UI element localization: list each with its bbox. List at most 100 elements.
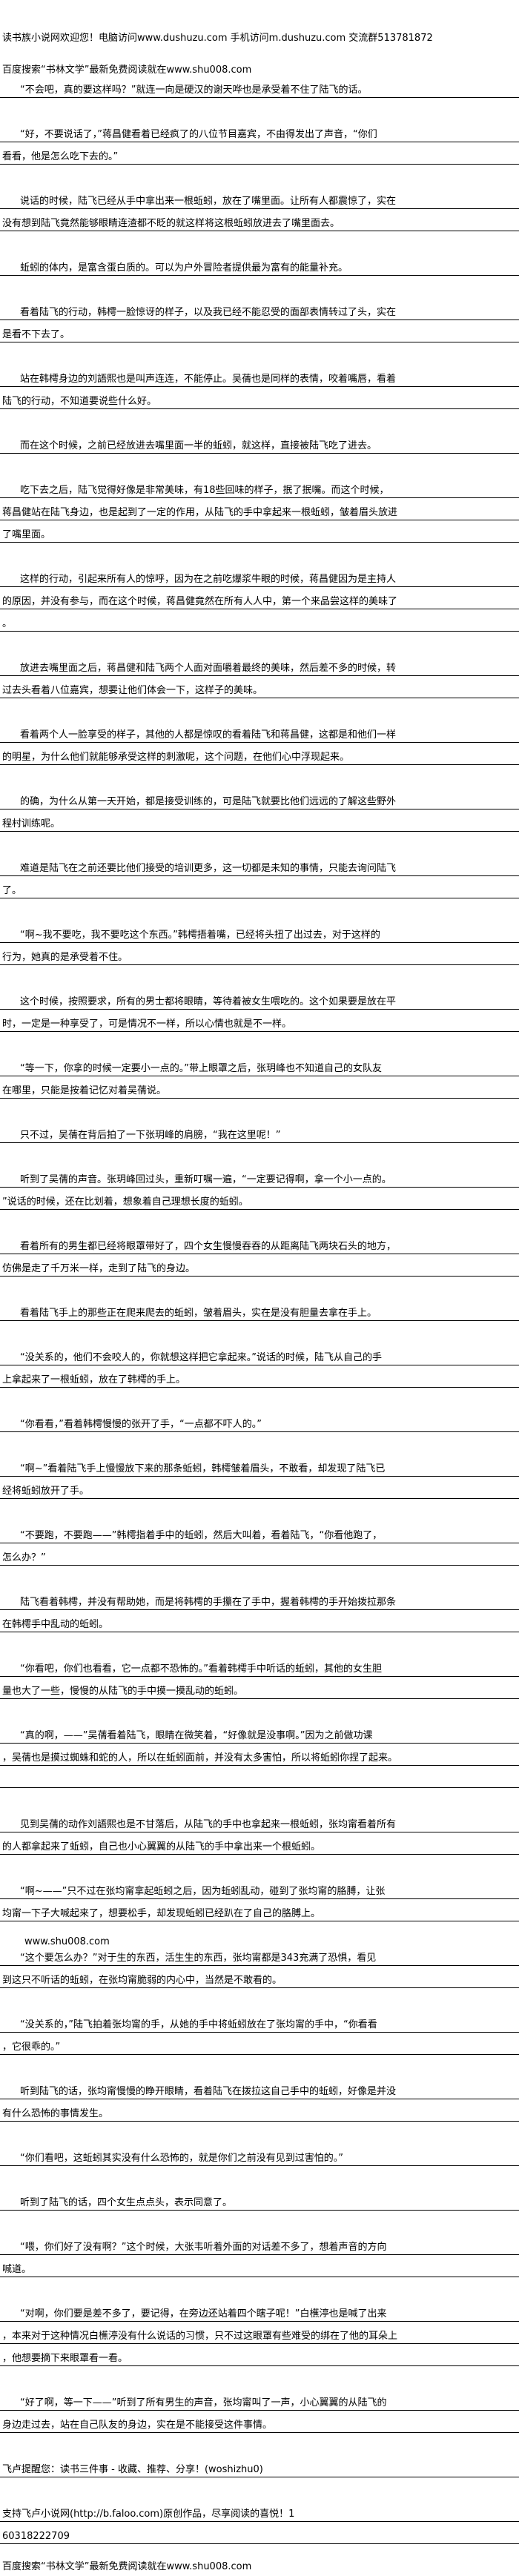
text-line: ，它很乖的。”: [0, 2033, 519, 2055]
text-line: 经将蚯蚓放开了手。: [0, 1477, 519, 1499]
text-line: 在哪里，只能是按着记忆对着吴蒨说。: [0, 1076, 519, 1099]
paragraph: “没关系的，他们不会咬人的，你就想这样把它拿起来。”说话的时候，陆飞从自己的手上…: [0, 1343, 519, 1388]
text-line: 支持飞卢小说网(http://b.faloo.com)原创作品，尽享阅读的喜悦！…: [0, 2500, 519, 2522]
paragraph: “你们看吧，这蚯蚓其实没有什么恐怖的，就是你们之前没有见到过害怕的。”: [0, 2144, 519, 2166]
paragraph: “好了啊，等一下——”听到了所有男生的声音，张均甯叫了一声，小心翼翼的从陆飞的身…: [0, 2388, 519, 2433]
text-line: 程村训练呢。: [0, 809, 519, 832]
paragraph: 的确，为什么从第一天开始，都是接受训练的，可是陆飞就要比他们远远的了解这些野外程…: [0, 787, 519, 832]
text-line: 看看，他是怎么吃下去的。”: [0, 142, 519, 165]
paragraph: 站在韩樗身边的刘語熙也是叫声连连，不能停止。吴蒨也是同样的表情，咬着嘴唇，看着陆…: [0, 365, 519, 409]
paragraph: “你看吧，你们也看看，它一点都不恐怖的。”看着韩樗手中听话的蚯蚓，其他的女生胆量…: [0, 1655, 519, 1699]
text-line: 均甯一下子大喊起来了，想要松手，却发现蚯蚓已经趴在了自己的胳膊上。: [0, 1899, 519, 1921]
footer-search-promo: 百度搜索“书林文学”最新免费阅读就在www.shu008.com: [2, 2561, 252, 2572]
text-line: 时，一定是一种享受了，可是情况不一样，所以心情也就是不一样。: [0, 1010, 519, 1032]
paragraph: 看着陆飞手上的那些正在爬来爬去的蚯蚓，皱着眉头，实在是没有胆量去拿在手上。: [0, 1299, 519, 1321]
text-line: 陆飞看着韩樗，并没有帮助她，而是将韩樗的手攥在了手中，握着韩樗的手开始拨拉那条: [0, 1588, 519, 1610]
search-promo-text: 百度搜索“书林文学”最新免费阅读就在www.shu008.com: [2, 64, 252, 76]
text-line: 看着所有的男生都已经将眼罩带好了，四个女生慢慢吞吞的从距离陆飞两块石头的地方，: [0, 1232, 519, 1254]
text-line: 。: [0, 609, 519, 632]
paragraph: 难道是陆飞在之前还要比他们接受的培训更多，这一切都是未知的事情，只能去询问陆飞了…: [0, 854, 519, 898]
paragraph: 这样的行动，引起来所有人的惊呼，因为在之前吃爆浆牛眼的时候，蒋昌健因为是主持人的…: [0, 565, 519, 632]
text-line: ，吴蒨也是摸过蜘蛛和蛇的人，所以在蚯蚓面前，并没有太多害怕，所以将蚯蚓你捏了起来…: [0, 1744, 519, 1766]
text-line: “你们看吧，这蚯蚓其实没有什么恐怖的，就是你们之前没有见到过害怕的。”: [0, 2144, 519, 2166]
paragraph: 说话的时候，陆飞已经从手中拿出来一根蚯蚓，放在了嘴里面。让所有人都震惊了，实在没…: [0, 187, 519, 231]
text-line: 听到了吴蒨的声音。张玥峰回过头，重新叮嘱一遍，“一定要记得啊，拿一个小一点的。: [0, 1165, 519, 1188]
paragraph: “不要跑，不要跑——”韩樗指着手中的蚯蚓，然后大叫着，看着陆飞，“你看他跑了，怎…: [0, 1521, 519, 1566]
paragraph: 飞卢提醒您：读书三件事 - 收藏、推荐、分享！(woshizhu0): [0, 2455, 519, 2477]
paragraph: 听到了吴蒨的声音。张玥峰回过头，重新叮嘱一遍，“一定要记得啊，拿一个小一点的。”…: [0, 1165, 519, 1210]
paragraph: 看着所有的男生都已经将眼罩带好了，四个女生慢慢吞吞的从距离陆飞两块石头的地方，仿…: [0, 1232, 519, 1277]
text-line: “对啊，你们要是差不多了，要记得，在旁边还站着四个瞎子呢！”白櫵渟也是喊了出来: [0, 2299, 519, 2322]
text-line: 而在这个时候，之前已经放进去嘴里面一半的蚯蚓，就这样，直接被陆飞吃了进去。: [0, 431, 519, 454]
paragraph: “对啊，你们要是差不多了，要记得，在旁边还站着四个瞎子呢！”白櫵渟也是喊了出来，…: [0, 2299, 519, 2366]
paragraph: 这个时候，按照要求，所有的男士都将眼睛，等待着被女生喂吃的。这个如果要是放在平时…: [0, 987, 519, 1032]
text-line: 放进去嘴里面之后，蒋昌健和陆飞两个人面对面嚼着最终的美味，然后差不多的时候，转: [0, 654, 519, 676]
text-line: 看着陆飞手上的那些正在爬来爬去的蚯蚓，皱着眉头，实在是没有胆量去拿在手上。: [0, 1299, 519, 1321]
text-line: 这个时候，按照要求，所有的男士都将眼睛，等待着被女生喂吃的。这个如果要是放在平: [0, 987, 519, 1010]
paragraph: 陆飞看着韩樗，并没有帮助她，而是将韩樗的手攥在了手中，握着韩樗的手开始拨拉那条在…: [0, 1588, 519, 1632]
text-line: 在韩樗手中乱动的蚯蚓。: [0, 1610, 519, 1632]
text-line: “真的啊，——”吴蒨看着陆飞，眼睛在微笑着，“好像就是没事啊。”因为之前做功课: [0, 1721, 519, 1744]
text-line: “喂，你们好了没有啊？”这个时候，大张韦听着外面的对话差不多了，想着声音的方向: [0, 2233, 519, 2255]
text-line: 陆飞的行动，不知道要说些什么好。: [0, 387, 519, 409]
text-line: 看着两个人一脸享受的样子，其他的人都是惊叹的看着陆飞和蒋昌健，这都是和他们一样: [0, 721, 519, 743]
text-line: “好，不要说话了，”蒋昌健看着已经疯了的八位节目嘉宾，不由得发出了声音，“你们: [0, 120, 519, 142]
text-line: 飞卢提醒您：读书三件事 - 收藏、推荐、分享！(woshizhu0): [0, 2455, 519, 2477]
text-line: 的明星，为什么他们就能够承受这样的刺激呢，这个问题，在他们心中浮现起来。: [0, 743, 519, 765]
paragraph: 听到了陆飞的话，四个女生点点头，表示同意了。: [0, 2188, 519, 2211]
text-line: “不要跑，不要跑——”韩樗指着手中的蚯蚓，然后大叫着，看着陆飞，“你看他跑了，: [0, 1521, 519, 1543]
paragraph: 看着陆飞的行动，韩樗一脸惊讶的样子，以及我已经不能忍受的面部表情转过了头，实在是…: [0, 298, 519, 342]
text-line: 上拿起来了一根蚯蚓，放在了韩樗的手上。: [0, 1365, 519, 1388]
text-line: 这样的行动，引起来所有人的惊呼，因为在之前吃爆浆牛眼的时候，蒋昌健因为是主持人: [0, 565, 519, 587]
text-line: 怎么办？”: [0, 1543, 519, 1566]
text-line: 的确，为什么从第一天开始，都是接受训练的，可是陆飞就要比他们远远的了解这些野外: [0, 787, 519, 809]
text-line: “你看吧，你们也看看，它一点都不恐怖的。”看着韩樗手中听话的蚯蚓，其他的女生胆: [0, 1655, 519, 1677]
text-line: 蒋昌健站在陆飞身边，也是起到了一定的作用，从陆飞的手中拿起来一根蚯蚓，皱着眉头放…: [0, 498, 519, 520]
text-line: 到这只不听话的蚯蚓，在张均甯脆弱的内心中，当然是不敢看的。: [0, 1966, 519, 1988]
paragraph: 吃下去之后，陆飞觉得好像是非常美味，有18些回味的样子，抿了抿嘴。而这个时候，蒋…: [0, 476, 519, 543]
paragraph: “没关系的，”陆飞拍着张均甯的手，从她的手中将蚯蚓放在了张均甯的手中，“你看看，…: [0, 2010, 519, 2055]
paragraph: “啊~我不要吃，我不要吃这个东西。”韩樗捂着嘴，已经将头扭了出过去，对于这样的行…: [0, 921, 519, 965]
text-line: 过去头看着八位嘉宾，想要让他们体会一下，这样子的美味。: [0, 676, 519, 698]
text-line: 有什么恐怖的事情发生。: [0, 2099, 519, 2122]
text-line: 听到陆飞的话，张均甯慢慢的睁开眼睛，看着陆飞在拨拉这自己手中的蚯蚓，好像是并没: [0, 2077, 519, 2099]
paragraph: 蚯蚓的体内，是富含蛋白质的。可以为户外冒险者提供最为富有的能量补充。: [0, 254, 519, 276]
text-line: 看着陆飞的行动，韩樗一脸惊讶的样子，以及我已经不能忍受的面部表情转过了头，实在: [0, 298, 519, 320]
text-line: 蚯蚓的体内，是富含蛋白质的。可以为户外冒险者提供最为富有的能量补充。: [0, 254, 519, 276]
paragraph: 放进去嘴里面之后，蒋昌健和陆飞两个人面对面嚼着最终的美味，然后差不多的时候，转过…: [0, 654, 519, 698]
paragraph: “不会吧，真的要这样吗？”就连一向是硬汉的谢天哗也是承受着不住了陆飞的话。: [0, 76, 519, 98]
paragraph: “好，不要说话了，”蒋昌健看着已经疯了的八位节目嘉宾，不由得发出了声音，“你们看…: [0, 120, 519, 165]
text-line: ”说话的时候，还在比划着，想象着自己理想长度的蚯蚓。: [0, 1188, 519, 1210]
text-line: 行为，她真的是承受着不住。: [0, 943, 519, 965]
text-line: “啊~”看着陆飞手上慢慢放下来的那条蚯蚓，韩樗皱着眉头，不敢看，却发现了陆飞已: [0, 1454, 519, 1477]
text-line: 仿佛是走了千万米一样，走到了陆飞的身边。: [0, 1254, 519, 1277]
text-line: 的原因，并没有参与，而在这个时候，蒋昌健竟然在所有人人中，第一个来品尝这样的美味…: [0, 587, 519, 609]
text-line: 量也大了一些，慢慢的从陆飞的手中摸一摸乱动的蚯蚓。: [0, 1677, 519, 1699]
text-line: 喊道。: [0, 2255, 519, 2277]
text-line: “不会吧，真的要这样吗？”就连一向是硬汉的谢天哗也是承受着不住了陆飞的话。: [0, 76, 519, 98]
text-line: “没关系的，他们不会咬人的，你就想这样把它拿起来。”说话的时候，陆飞从自己的手: [0, 1343, 519, 1365]
paragraph: “真的啊，——”吴蒨看着陆飞，眼睛在微笑着，“好像就是没事啊。”因为之前做功课，…: [0, 1721, 519, 1788]
text-line: 了。: [0, 876, 519, 898]
text-line: [0, 1766, 519, 1788]
text-line: 说话的时候，陆飞已经从手中拿出来一根蚯蚓，放在了嘴里面。让所有人都震惊了，实在: [0, 187, 519, 209]
paragraph: “啊~”看着陆飞手上慢慢放下来的那条蚯蚓，韩樗皱着眉头，不敢看，却发现了陆飞已经…: [0, 1454, 519, 1499]
text-line: 的人都拿起来了蚯蚓，自己也小心翼翼的从陆飞的手中拿出来一个根蚯蚓。: [0, 1832, 519, 1855]
text-line: 见到吴蒨的动作刘語熙也是不甘落后，从陆飞的手中也拿起来一根蚯蚓，张均甯看着所有: [0, 1810, 519, 1832]
text-line: “等一下，你拿的时候一定要小一点的。”带上眼罩之后，张玥峰也不知道自己的女队友: [0, 1054, 519, 1076]
paragraph: “等一下，你拿的时候一定要小一点的。”带上眼罩之后，张玥峰也不知道自己的女队友在…: [0, 1054, 519, 1099]
site-welcome-banner: 读书族小说网欢迎您！电脑访问www.dushuzu.com 手机访问m.dush…: [2, 33, 433, 44]
text-line: 60318222709: [0, 2522, 519, 2544]
text-line: “你看看，”看着韩樗慢慢的张开了手，“一点都不吓人的。”: [0, 1410, 519, 1432]
paragraph: “你看看，”看着韩樗慢慢的张开了手，“一点都不吓人的。”: [0, 1410, 519, 1432]
text-line: 站在韩樗身边的刘語熙也是叫声连连，不能停止。吴蒨也是同样的表情，咬着嘴唇，看着: [0, 365, 519, 387]
text-line: “没关系的，”陆飞拍着张均甯的手，从她的手中将蚯蚓放在了张均甯的手中，“你看看: [0, 2010, 519, 2033]
paragraph: “这个要怎么办？”对于生的东西，活生生的东西，张均甯都是343充满了恐惧，看见到…: [0, 1950, 519, 1988]
paragraph: 听到陆飞的话，张均甯慢慢的睁开眼睛，看着陆飞在拨拉这自己手中的蚯蚓，好像是并没有…: [0, 2077, 519, 2122]
text-line: 没有想到陆飞竟然能够眼睛连渣都不眨的就这样将这根蚯蚓放进去了嘴里面去。: [0, 209, 519, 231]
text-line: “好了啊，等一下——”听到了所有男生的声音，张均甯叫了一声，小心翼翼的从陆飞的: [0, 2388, 519, 2411]
text-line: 只不过，吴蒨在背后拍了一下张玥峰的肩膀，“我在这里呢！”: [0, 1121, 519, 1143]
text-line: 难道是陆飞在之前还要比他们接受的培训更多，这一切都是未知的事情，只能去询问陆飞: [0, 854, 519, 876]
text-line: “啊~我不要吃，我不要吃这个东西。”韩樗捂着嘴，已经将头扭了出过去，对于这样的: [0, 921, 519, 943]
